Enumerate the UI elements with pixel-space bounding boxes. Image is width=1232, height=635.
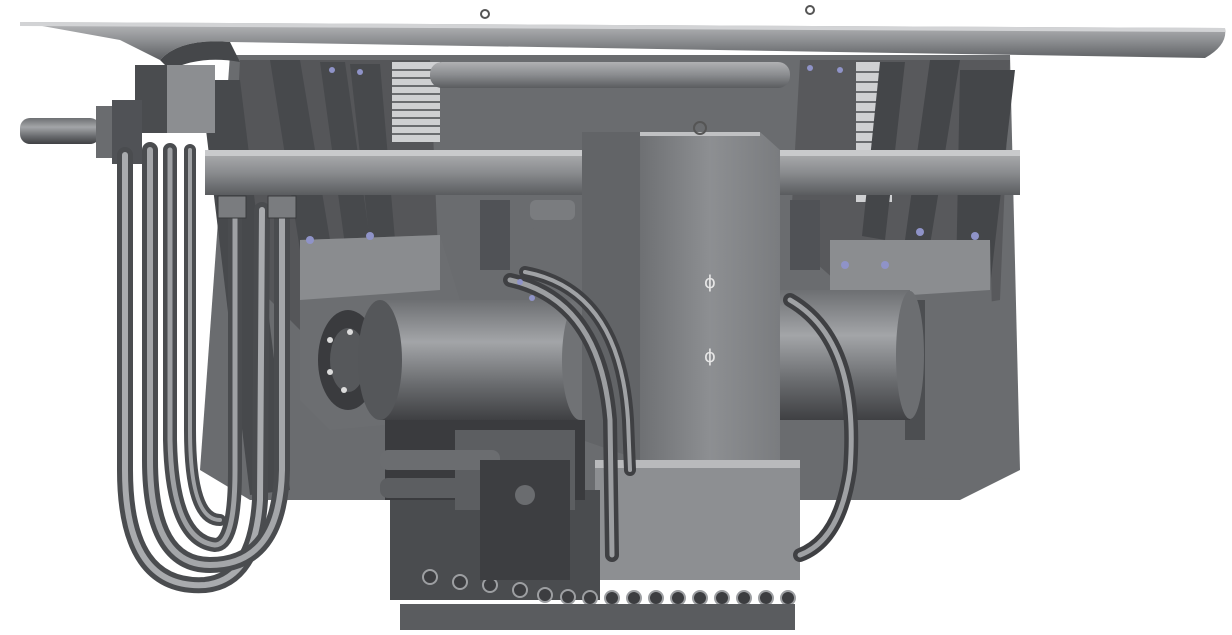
bottom-plate bbox=[400, 604, 795, 630]
center-hoses bbox=[503, 266, 859, 562]
housing-screw-mark-2: ɸ bbox=[704, 346, 716, 367]
accent-bolts bbox=[306, 65, 979, 301]
valve-block bbox=[480, 200, 820, 270]
bottom-bolts bbox=[422, 569, 796, 606]
upper-roller bbox=[430, 62, 790, 88]
lower-manifold bbox=[380, 450, 570, 580]
left-hose-fittings bbox=[217, 195, 297, 219]
top-cover bbox=[20, 5, 1226, 70]
left-connector-assembly bbox=[20, 65, 215, 164]
housing-screw-mark: ɸ bbox=[704, 272, 716, 293]
left-drum bbox=[358, 300, 598, 420]
left-hoses bbox=[117, 142, 290, 594]
louvre-left bbox=[392, 62, 440, 142]
